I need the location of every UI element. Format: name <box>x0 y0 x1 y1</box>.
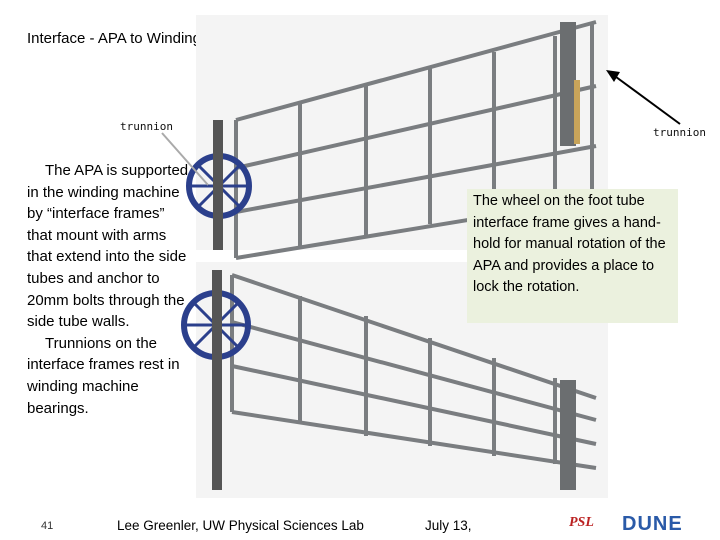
trunnion-pointer-left <box>161 132 209 186</box>
upper-frame <box>234 20 597 260</box>
page-number: 41 <box>41 520 54 532</box>
trunnion-arrow-right <box>611 73 681 125</box>
footer-date: July 13, <box>425 518 472 533</box>
body-text: The APA is supported in the winding mach… <box>27 160 192 419</box>
trunnion-label-right: trunnion <box>653 126 706 139</box>
psl-logo: PSL <box>569 515 594 530</box>
body-paragraph-1: The APA is supported in the winding mach… <box>27 162 189 331</box>
trunnion-label-left: trunnion <box>120 120 173 133</box>
footer-author: Lee Greenler, UW Physical Sciences Lab <box>117 518 364 533</box>
callout-box: The wheel on the foot tube interface fra… <box>467 189 678 323</box>
body-paragraph-2: Trunnions on the interface frames rest i… <box>27 334 180 417</box>
dune-logo: DUNE <box>622 513 683 535</box>
